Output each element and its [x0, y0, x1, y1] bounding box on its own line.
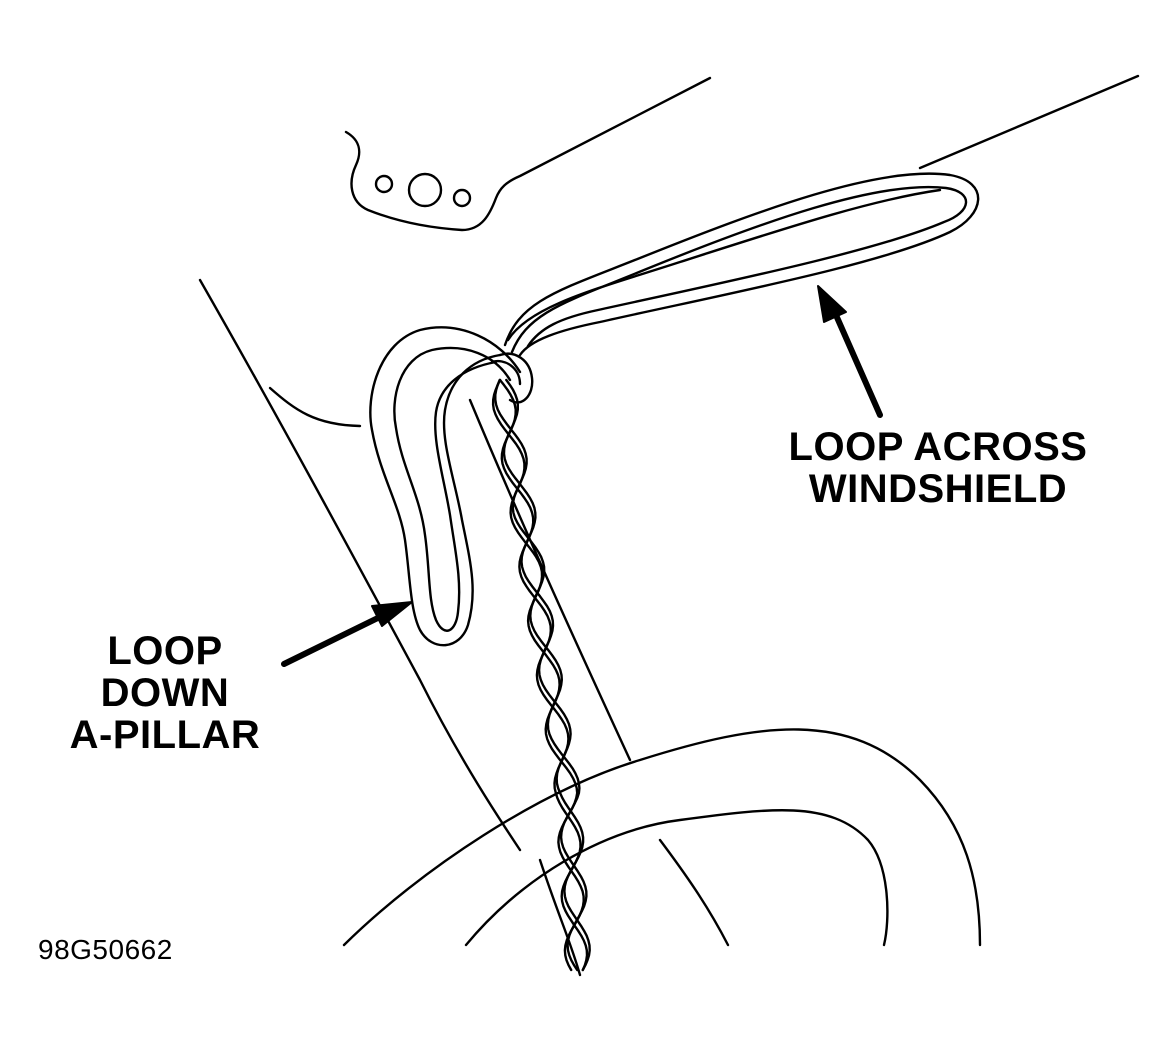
twisted-wire-pair	[491, 378, 591, 972]
roof-console-outline	[344, 76, 712, 232]
windshield-loop-callout: LOOP ACROSS WINDSHIELD	[782, 426, 1094, 510]
windshield-wire-loop	[503, 172, 980, 357]
twisted-wire-strand	[502, 378, 591, 972]
wire-knot	[490, 352, 534, 404]
a-pillar-wire-loop	[369, 326, 522, 647]
pillar-loop-callout: LOOP DOWN A-PILLAR	[60, 630, 270, 756]
arrow-windshield-callout	[817, 285, 883, 418]
pillar-callout-line-2: DOWN	[100, 671, 230, 715]
windshield-callout-line-1: LOOP ACROSS	[788, 425, 1088, 469]
pillar-callout-line-1: LOOP	[107, 629, 223, 673]
windshield-edge-line	[918, 74, 1140, 170]
twisted-wire-strand	[494, 378, 588, 972]
dash-arcs	[342, 728, 982, 947]
twisted-wire-strand	[498, 378, 589, 972]
a-pillar-outline	[198, 278, 730, 977]
windshield-callout-line-2: WINDSHIELD	[808, 467, 1068, 511]
arrow-pillar-callout	[281, 601, 413, 667]
pillar-callout-line-3: A-PILLAR	[69, 713, 261, 757]
figure-id: 98G50662	[38, 934, 173, 965]
